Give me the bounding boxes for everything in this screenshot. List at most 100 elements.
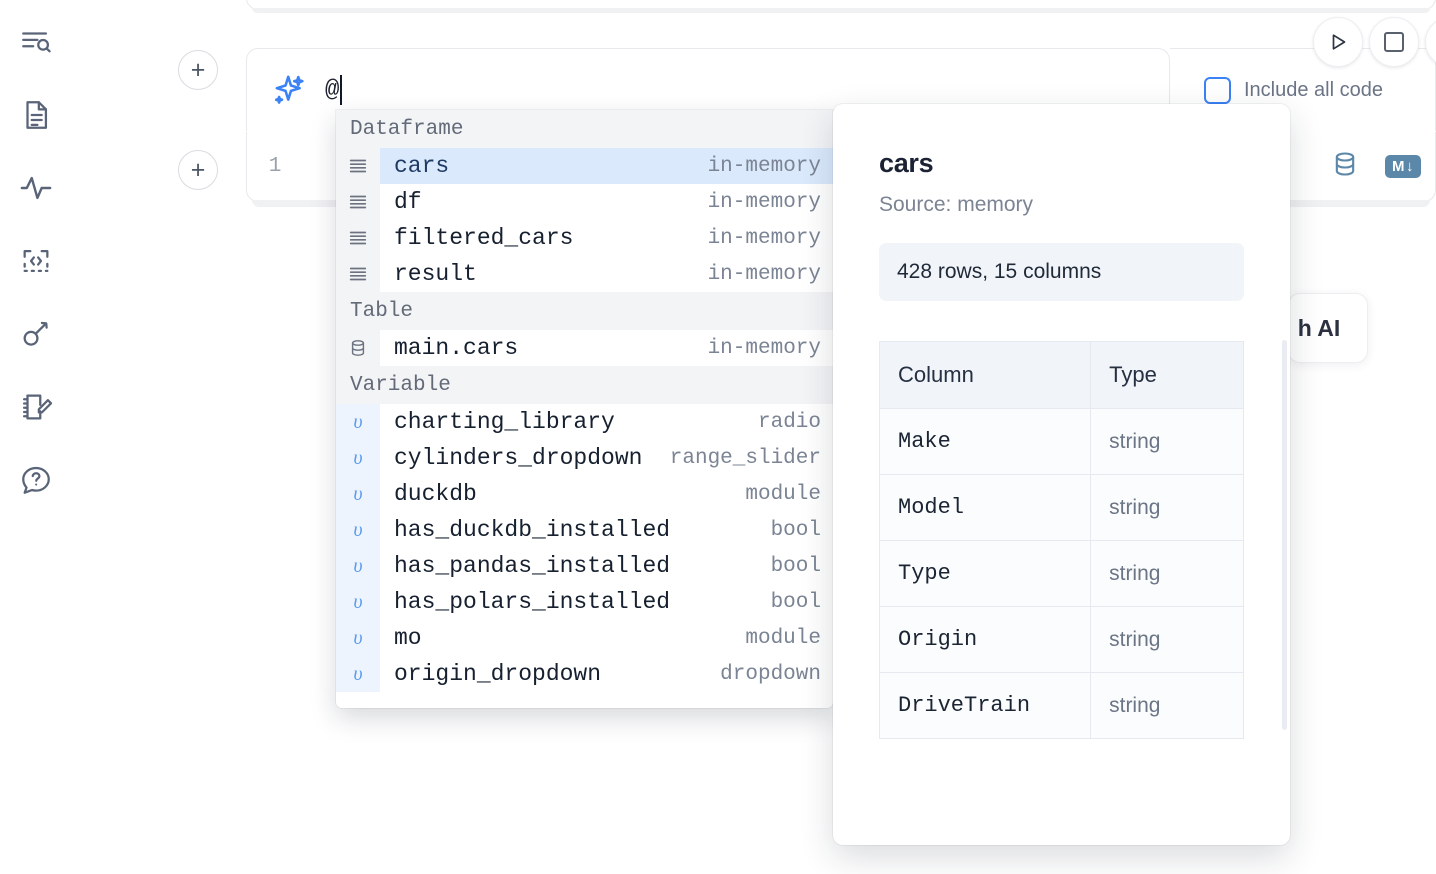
autocomplete-item-meta: module xyxy=(745,482,821,506)
autocomplete-item-meta: range_slider xyxy=(669,446,821,470)
include-all-code-checkbox[interactable] xyxy=(1204,76,1231,104)
column-type-cell: string xyxy=(1090,408,1244,475)
column-name-cell: Model xyxy=(878,474,1092,541)
autocomplete-item-body: has_polars_installed bool xyxy=(380,584,833,620)
scratchpad-edit-icon[interactable] xyxy=(14,385,58,429)
autocomplete-item-body: cylinders_dropdown range_slider xyxy=(380,440,833,476)
autocomplete-item-meta: bool xyxy=(770,554,821,578)
variable-icon: υ xyxy=(336,620,380,656)
variable-icon: υ xyxy=(336,512,380,548)
autocomplete-item-meta: dropdown xyxy=(720,662,821,686)
dataframe-icon xyxy=(336,148,380,184)
autocomplete-item-meta: module xyxy=(745,626,821,650)
dataframe-icon xyxy=(336,184,380,220)
detail-scrollbar[interactable] xyxy=(1282,340,1287,730)
key-secrets-icon[interactable] xyxy=(14,312,58,356)
autocomplete-item[interactable]: υ cylinders_dropdown range_slider xyxy=(336,440,833,476)
outline-search-icon[interactable] xyxy=(14,20,58,64)
autocomplete-item-meta: in-memory xyxy=(707,226,821,250)
ai-chip-label: h AI xyxy=(1297,314,1341,341)
ai-prompt-input[interactable]: @ xyxy=(325,75,343,105)
column-type-cell: string xyxy=(1090,672,1244,739)
autocomplete-item-body: duckdb module xyxy=(380,476,833,512)
type-header: Type xyxy=(1090,341,1244,409)
variable-icon: υ xyxy=(336,404,380,440)
table-database-icon xyxy=(336,330,380,366)
autocomplete-item-name: origin_dropdown xyxy=(394,661,602,687)
autocomplete-item-name: result xyxy=(394,261,477,287)
variable-icon: υ xyxy=(336,440,380,476)
column-type-cell: string xyxy=(1090,606,1244,673)
autocomplete-item-meta: bool xyxy=(770,518,821,542)
column-name-cell: DriveTrain xyxy=(878,672,1092,739)
dataframe-detail-popup: cars Source: memory 428 rows, 15 columns… xyxy=(833,104,1290,845)
column-type-cell: string xyxy=(1090,474,1244,541)
markdown-arrow: ↓ xyxy=(1406,158,1414,175)
variable-icon: υ xyxy=(336,656,380,692)
detail-title: cars xyxy=(879,148,934,178)
autocomplete-item-name: cylinders_dropdown xyxy=(394,445,643,471)
autocomplete-item-name: duckdb xyxy=(394,481,477,507)
autocomplete-item-meta: bool xyxy=(770,590,821,614)
column-type-cell: string xyxy=(1090,540,1244,607)
detail-source: Source: memory xyxy=(879,193,1034,216)
autocomplete-item-name: cars xyxy=(394,153,450,179)
help-chat-icon[interactable] xyxy=(14,458,58,502)
column-header: Column xyxy=(878,341,1092,409)
variable-icon: υ xyxy=(336,476,380,512)
autocomplete-item-meta: in-memory xyxy=(707,336,821,360)
autocomplete-item-meta: in-memory xyxy=(707,190,821,214)
stop-button[interactable] xyxy=(1369,17,1419,67)
variable-icon: υ xyxy=(336,548,380,584)
include-all-code-label: Include all code xyxy=(1244,78,1383,101)
table-header-row: Column Type xyxy=(878,341,1244,409)
activity-pulse-icon[interactable] xyxy=(14,166,58,210)
autocomplete-item-name: has_polars_installed xyxy=(394,589,671,615)
file-document-icon[interactable] xyxy=(14,93,58,137)
ai-chip-button[interactable]: h AI xyxy=(1288,293,1368,363)
column-name-cell: Make xyxy=(878,408,1092,475)
dataframe-icon xyxy=(336,256,380,292)
cell-type-icons: M↓ xyxy=(1331,150,1421,183)
database-icon[interactable] xyxy=(1331,150,1359,183)
autocomplete-group-header: Table xyxy=(336,292,833,330)
add-cell-above-button[interactable]: + xyxy=(178,50,218,90)
autocomplete-item[interactable]: υ origin_dropdown dropdown xyxy=(336,656,833,692)
markdown-letter: M xyxy=(1392,158,1405,175)
add-cell-below-button[interactable]: + xyxy=(178,150,218,190)
autocomplete-item-body: origin_dropdown dropdown xyxy=(380,656,833,692)
code-snippets-icon[interactable] xyxy=(14,239,58,283)
run-button[interactable] xyxy=(1313,17,1363,67)
ai-prompt-value: @ xyxy=(325,76,340,104)
square-stop-icon xyxy=(1384,32,1404,52)
detail-shape-badge: 428 rows, 15 columns xyxy=(879,243,1244,301)
text-caret xyxy=(340,75,343,105)
left-sidebar xyxy=(0,0,72,874)
markdown-icon[interactable]: M↓ xyxy=(1385,155,1421,178)
